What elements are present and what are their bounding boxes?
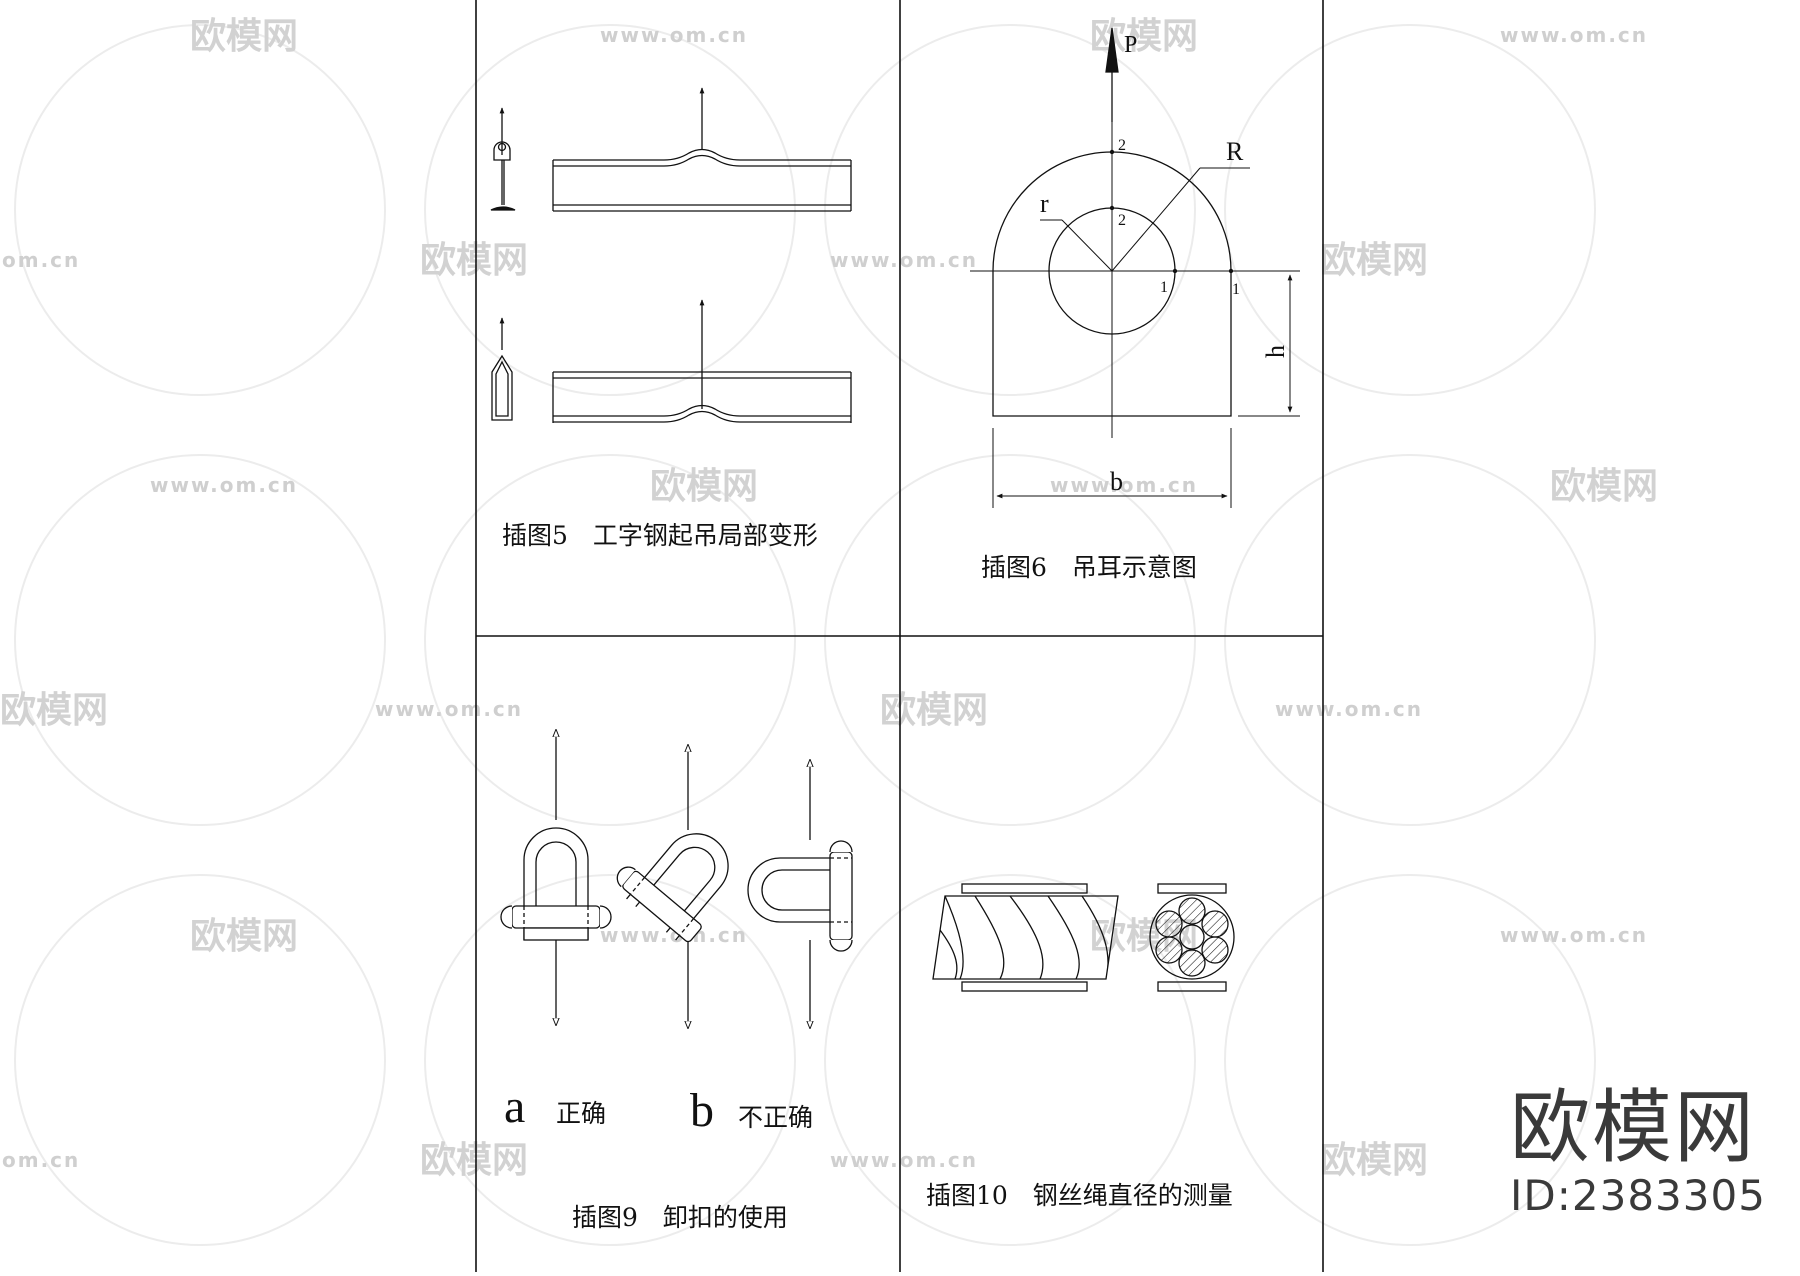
watermark-logo-9: 欧模网: [190, 916, 298, 957]
figure-5: [490, 87, 852, 423]
label-R: R: [1226, 137, 1244, 166]
shackle-correct: [500, 730, 612, 1025]
watermark-url-3: om.cn: [2, 248, 80, 272]
label-p: P: [1124, 32, 1137, 58]
label-1-outer: 1: [1232, 281, 1240, 298]
wire-rope-side-view: [932, 883, 1119, 992]
watermark-url-2: www.om.cn: [1500, 23, 1648, 47]
shackle-incorrect-sideways: [747, 760, 853, 1028]
watermark-url-11: om.cn: [2, 1148, 80, 1172]
panel-grid: [475, 0, 1324, 1272]
watermark-url-5: www.om.cn: [150, 473, 298, 497]
label-h: h: [1261, 345, 1290, 358]
brand-id: ID:2383305: [1510, 1171, 1766, 1220]
center-lines: [970, 122, 1262, 438]
dimension-h: [1238, 270, 1300, 417]
reference-points: [1109, 149, 1234, 274]
label-b-incorrect: 不正确: [738, 1103, 813, 1132]
figure-10: [932, 883, 1235, 992]
watermark-logo-12: 欧模网: [1320, 1140, 1428, 1181]
i-beam-bottom: [552, 299, 852, 423]
brand-stamp: 欧模网 ID:2383305: [1510, 1085, 1800, 1221]
figure-6-caption: 插图6 吊耳示意图: [981, 553, 1197, 582]
label-b-letter: b: [690, 1084, 714, 1137]
figure-10-caption: 插图10 钢丝绳直径的测量: [926, 1181, 1233, 1210]
label-1-inner: 1: [1160, 279, 1168, 296]
watermark-url-12: www.om.cn: [830, 1148, 978, 1172]
shackle-incorrect-tilted: [616, 745, 729, 1028]
label-b: b: [1110, 467, 1123, 496]
load-arrow-p: [1105, 27, 1119, 122]
label-a-correct: 正确: [556, 1099, 606, 1128]
watermark-logo-1: 欧模网: [190, 16, 298, 57]
figure-9: [500, 730, 853, 1028]
watermark-url-7: www.om.cn: [375, 697, 523, 721]
watermark-url-6: www.om.cn: [1050, 473, 1198, 497]
watermark-url-10: www.om.cn: [1500, 923, 1648, 947]
watermark-logo-5: 欧模网: [650, 466, 758, 507]
watermark-layer: 欧模网 欧模网 欧模网 欧模网 欧模网 欧模网 欧模网 欧模网 欧模网 欧模网 …: [0, 16, 1658, 1246]
label-2-inner: 2: [1118, 212, 1126, 229]
watermark-logo-11: 欧模网: [420, 1140, 528, 1181]
figure-9-caption: 插图9 卸扣的使用: [572, 1203, 788, 1232]
figure-6: [970, 27, 1300, 508]
wire-rope-cross-section: [1149, 883, 1235, 992]
watermark-url-4: www.om.cn: [830, 248, 978, 272]
label-a-letter: a: [504, 1080, 525, 1133]
brand-name: 欧模网: [1510, 1081, 1756, 1174]
watermark-logo-4: 欧模网: [1320, 240, 1428, 281]
watermark-logo-8: 欧模网: [880, 690, 988, 731]
watermark-logo-2: 欧模网: [1090, 16, 1198, 57]
label-2-outer: 2: [1118, 137, 1126, 154]
lifting-lug-end-icon: [491, 317, 513, 421]
lifting-lug-side-icon: [490, 107, 516, 211]
figure-5-caption: 插图5 工字钢起吊局部变形: [502, 521, 818, 550]
watermark-url-8: www.om.cn: [1275, 697, 1423, 721]
watermark-logo-7: 欧模网: [0, 690, 108, 731]
i-beam-top: [552, 87, 852, 212]
label-r: r: [1040, 189, 1049, 218]
watermark-url-1: www.om.cn: [600, 23, 748, 47]
watermark-logo-6: 欧模网: [1550, 466, 1658, 507]
dimension-b: [992, 428, 1232, 508]
watermark-logo-3: 欧模网: [420, 240, 528, 281]
